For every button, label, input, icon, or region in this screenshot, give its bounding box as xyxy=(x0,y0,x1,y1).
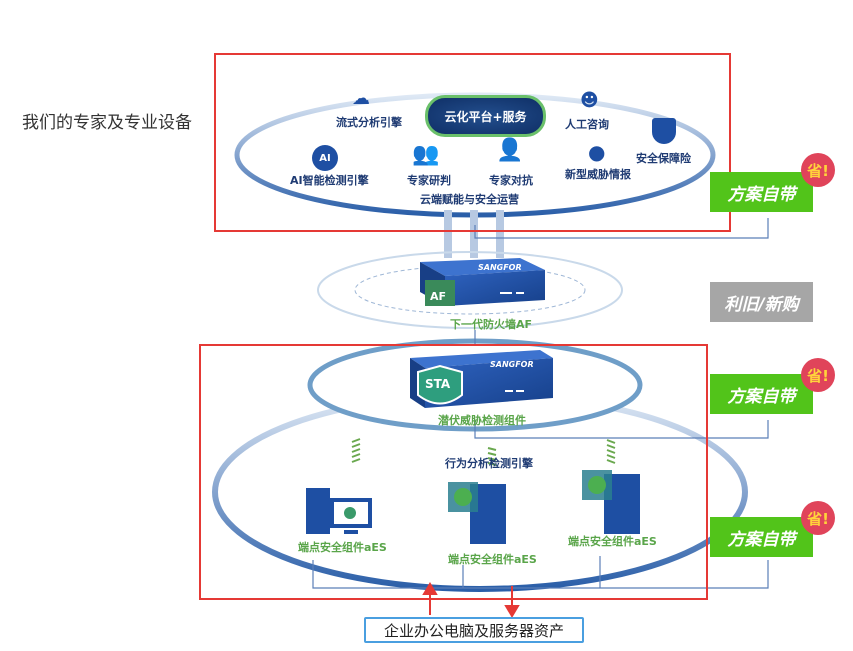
endpoint-label: 端点安全组件aES xyxy=(568,535,657,548)
badge-included: 方案自带 xyxy=(710,172,813,212)
endpoint-label: 端点安全组件aES xyxy=(298,541,387,554)
threat-intel-head-icon: ● xyxy=(588,140,606,164)
af-ring xyxy=(317,251,623,329)
badge-included: 方案自带 xyxy=(710,517,813,557)
save-mark: 省! xyxy=(801,358,835,392)
item-label: 流式分析引擎 xyxy=(336,116,402,129)
af-badge: AF xyxy=(430,290,447,303)
sangfor-logo: SANGFOR xyxy=(478,263,522,272)
experts-icon: 👥 xyxy=(412,142,440,167)
cloud-highlight-box xyxy=(214,53,731,232)
sangfor-logo: SANGFOR xyxy=(490,360,534,369)
item-label: 人工咨询 xyxy=(565,118,609,131)
engine-label: 行为分析检测引擎 xyxy=(445,457,533,470)
pc-endpoint-icon xyxy=(306,488,372,534)
enterprise-assets-label: 企业办公电脑及服务器资产 xyxy=(364,617,584,643)
item-label: 新型威胁情报 xyxy=(565,168,631,181)
headset-support-icon: ☻ xyxy=(580,90,599,111)
insurance-shield-icon xyxy=(652,118,676,144)
sta-badge: STA xyxy=(425,377,451,391)
server-endpoint-icon xyxy=(582,470,640,534)
save-mark: 省! xyxy=(801,501,835,535)
local-highlight-box xyxy=(199,344,708,600)
sta-device xyxy=(410,350,553,408)
server-endpoint-icon xyxy=(448,482,506,544)
item-label: AI智能检测引擎 xyxy=(290,174,369,187)
cloud-network-icon: ☁ xyxy=(352,88,370,109)
uplink-arrows xyxy=(444,210,504,258)
left-label: 我们的专家及专业设备 xyxy=(22,113,192,133)
sta-label: 潜伏威胁检测组件 xyxy=(438,414,526,427)
badge-included: 方案自带 xyxy=(710,374,813,414)
red-arrows xyxy=(422,582,520,618)
wireless-signal-icons xyxy=(351,438,616,466)
save-mark: 省! xyxy=(801,153,835,187)
firewall-label: 下一代防火墙AF xyxy=(450,318,533,331)
badge-reuse-or-buy: 利旧/新购 xyxy=(710,282,813,322)
firewall-device xyxy=(420,258,545,306)
expert-shield-icon: 👤 xyxy=(496,138,524,163)
item-label: 专家对抗 xyxy=(489,174,533,187)
item-label: 专家研判 xyxy=(407,174,451,187)
ai-icon: AI xyxy=(312,145,338,171)
cloud-caption: 云端赋能与安全运营 xyxy=(420,193,519,206)
endpoint-label: 端点安全组件aES xyxy=(448,553,537,566)
item-label: 安全保障险 xyxy=(636,152,691,165)
cloud-platform-service: 云化平台+服务 xyxy=(425,95,546,137)
